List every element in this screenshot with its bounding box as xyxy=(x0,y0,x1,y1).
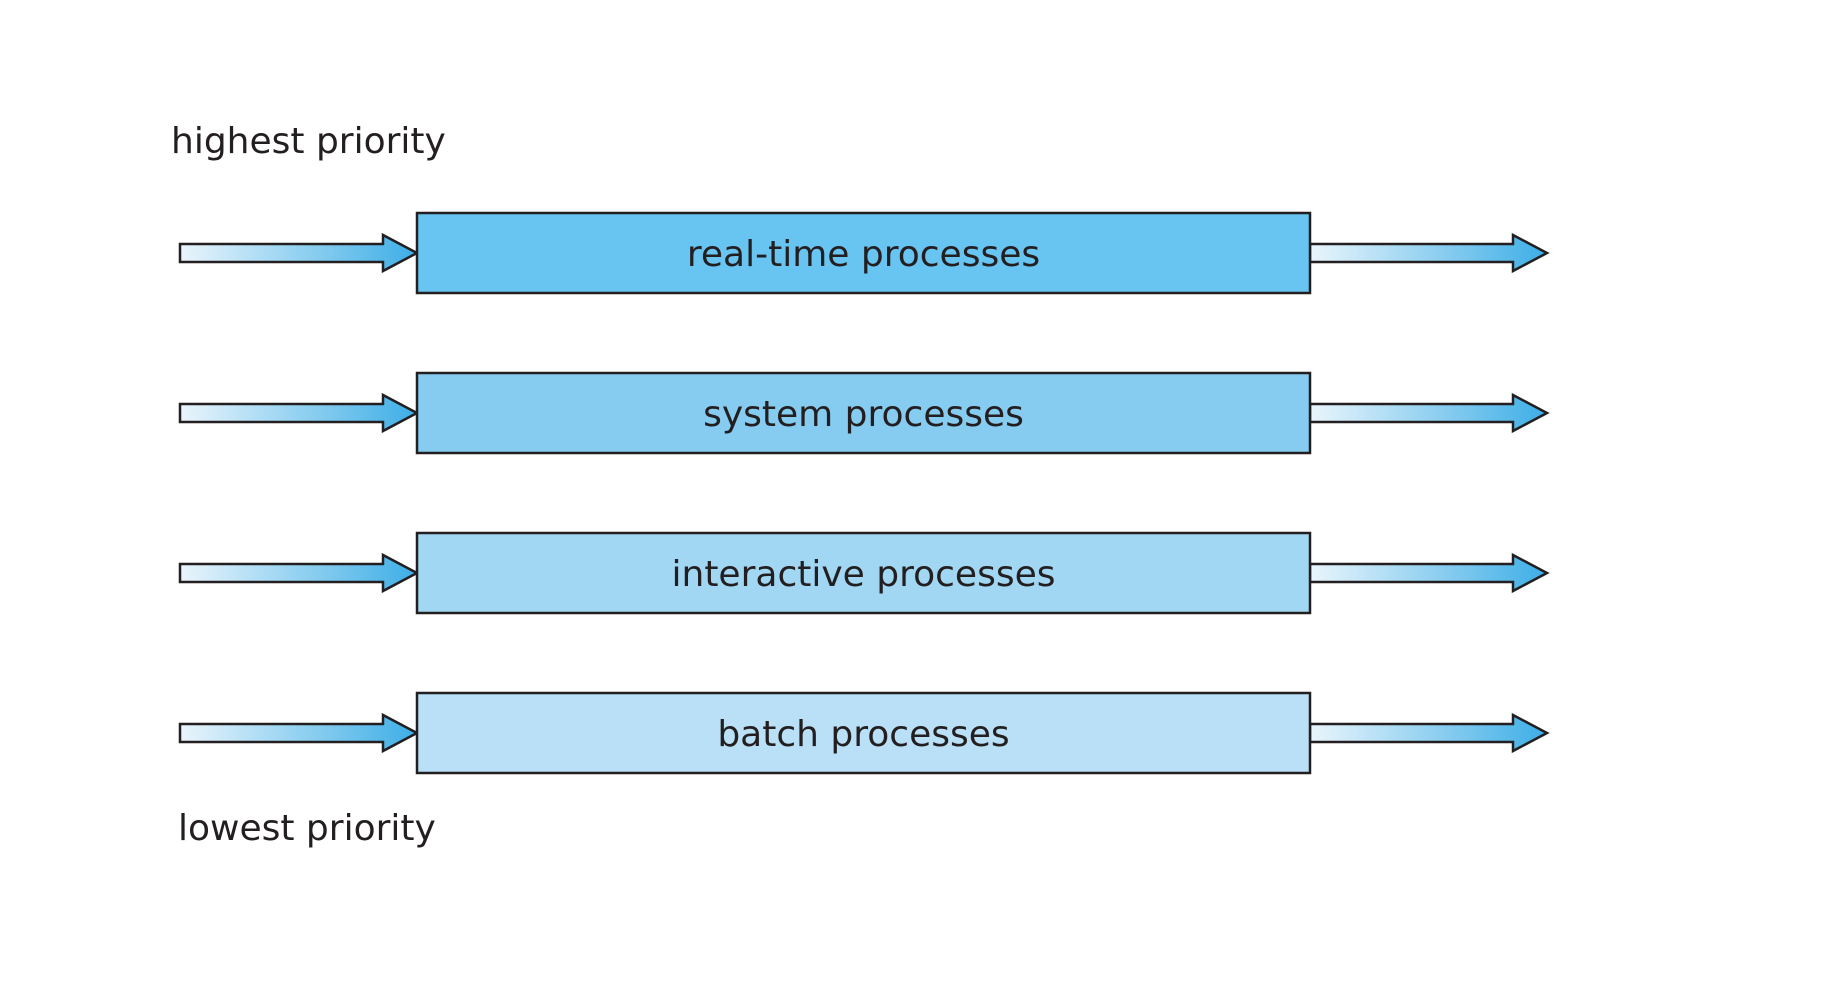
queue-box xyxy=(415,691,1312,775)
incoming-arrow-icon xyxy=(178,392,420,434)
queues-layer: real-time processes system processes inter… xyxy=(178,211,1550,775)
queue-row: interactive processes xyxy=(178,531,1550,615)
incoming-arrow-icon xyxy=(178,712,420,754)
queue-box xyxy=(415,531,1312,615)
queue-label: real-time processes xyxy=(687,234,1040,275)
queue-row: system processes xyxy=(178,371,1550,455)
incoming-arrow-icon xyxy=(178,232,420,274)
queue-box xyxy=(415,211,1312,295)
outgoing-arrow-icon xyxy=(1308,392,1550,434)
highest-priority-label: highest priority xyxy=(171,121,446,162)
outgoing-arrow-icon xyxy=(1308,552,1550,594)
queue-row: batch processes xyxy=(178,691,1550,775)
lowest-priority-label: lowest priority xyxy=(178,808,436,849)
queue-label: interactive processes xyxy=(672,554,1056,595)
queue-label: batch processes xyxy=(717,714,1009,755)
incoming-arrow-icon xyxy=(178,552,420,594)
queue-row: real-time processes xyxy=(178,211,1550,295)
outgoing-arrow-icon xyxy=(1308,232,1550,274)
queue-label: system processes xyxy=(703,394,1024,435)
outgoing-arrow-icon xyxy=(1308,712,1550,754)
queue-box xyxy=(415,371,1312,455)
